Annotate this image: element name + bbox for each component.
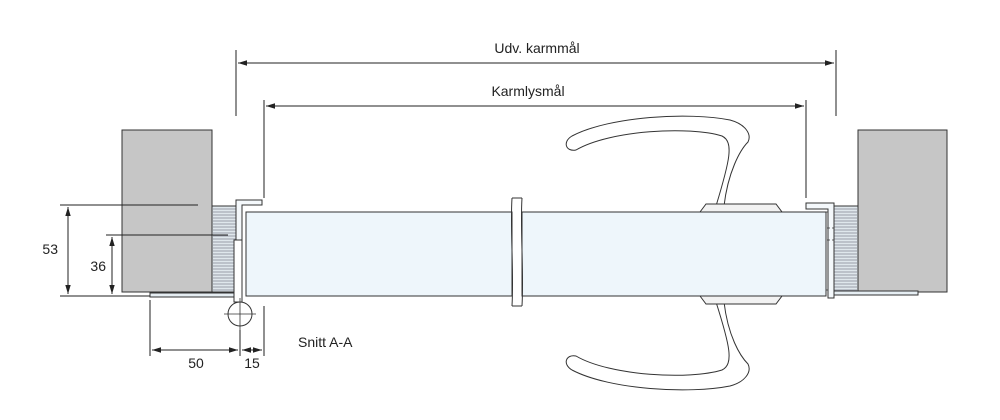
frame-right — [805, 202, 919, 299]
dimension-frame-opening — [263, 100, 807, 198]
dimension-outer-frame — [235, 50, 837, 116]
wall-left — [121, 129, 213, 293]
height-36-label: 36 — [90, 258, 106, 274]
wall-right — [857, 129, 948, 293]
dimension-height-53 — [60, 204, 198, 297]
outer-frame-label: Udv. karmmål — [494, 40, 579, 56]
door-leaf — [245, 197, 827, 307]
width-15-label: 15 — [244, 355, 260, 371]
door-handle — [565, 115, 783, 391]
dimension-height-36 — [106, 234, 228, 294]
dimension-width-50-15 — [149, 300, 265, 356]
hinge — [224, 239, 256, 330]
width-50-label: 50 — [188, 355, 204, 371]
frame-opening-label: Karmlysmål — [491, 83, 564, 99]
height-53-label: 53 — [42, 241, 58, 257]
section-label: Snitt A-A — [298, 334, 353, 350]
